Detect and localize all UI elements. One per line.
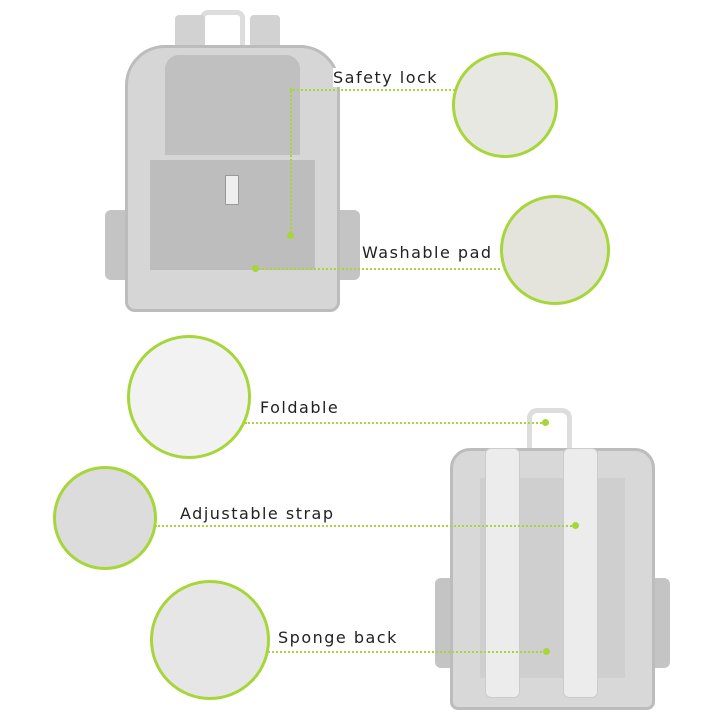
safety-lock-detail-image: [452, 52, 558, 158]
backpack-front-image: [105, 10, 360, 312]
top-handle: [527, 408, 572, 458]
callout-line: [290, 88, 292, 236]
sponge-back-detail-image: [150, 580, 270, 700]
callout-dot: [542, 419, 549, 426]
mesh-upper: [165, 55, 300, 155]
feature-label-foldable: Foldable: [260, 398, 340, 417]
callout-dot: [543, 648, 550, 655]
safety-lock-tab: [225, 175, 239, 205]
callout-line: [268, 651, 546, 653]
feature-label-sponge-back: Sponge back: [278, 628, 398, 647]
callout-line: [245, 422, 545, 424]
feature-label-washable-pad: Washable pad: [362, 243, 493, 262]
washable-pad-detail-image: [500, 195, 610, 305]
callout-line: [290, 89, 455, 91]
callout-line: [255, 268, 500, 270]
feature-label-safety-lock: Safety lock: [333, 68, 443, 87]
strap-right: [563, 448, 598, 698]
callout-dot: [252, 265, 259, 272]
top-handle: [200, 10, 245, 45]
callout-dot: [287, 232, 294, 239]
callout-dot: [572, 522, 579, 529]
callout-line: [155, 525, 575, 527]
feature-label-adjustable-strap: Adjustable strap: [180, 504, 339, 523]
backpack-back-image: [435, 408, 670, 710]
foldable-detail-image: [127, 335, 251, 459]
adjustable-strap-detail-image: [53, 466, 157, 570]
strap-left: [485, 448, 520, 698]
